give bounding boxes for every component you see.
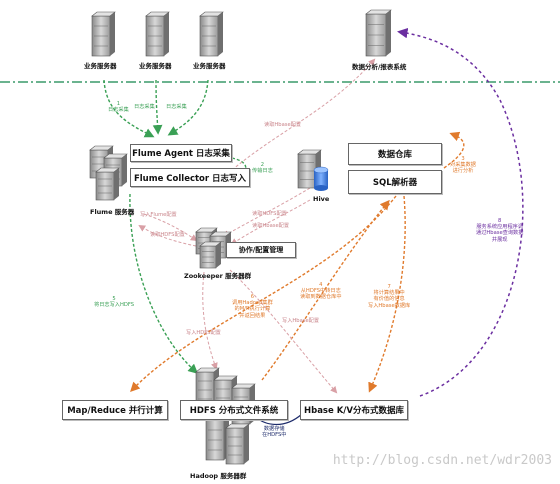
coordination-box: 协作/配置管理 xyxy=(226,242,296,258)
hadoop-server-icon-4 xyxy=(205,415,230,461)
collect-arrow-1 xyxy=(103,79,155,138)
write-flume-config-label: 写入Flume配置 xyxy=(140,212,177,218)
write-hdfs-config-label: 写入HDFS配置 xyxy=(186,330,221,336)
storage-annotation: 数据存储在HDFS中 xyxy=(262,426,287,439)
hadoop-cluster-label: Hadoop 服务器群 xyxy=(190,472,247,480)
zookeeper-label: Zookeeper 服务器群 xyxy=(184,272,252,280)
hdfs-box: HDFS 分布式文件系统 xyxy=(180,400,288,420)
cfg-arrow-read-hdfs-1 xyxy=(138,224,197,247)
mapreduce-box: Map/Reduce 并行计算 xyxy=(62,400,168,420)
cfg-arrow-write-flume xyxy=(143,213,198,242)
watermark-text: http://blog.csdn.net/wdr2003 xyxy=(332,453,552,468)
query-hbase-arrow xyxy=(397,27,524,397)
cfg-arrow-write-hdfs xyxy=(202,271,218,370)
collect-label-2: 日志采集 xyxy=(134,104,155,110)
hbase-box: Hbase K/V分布式数据库 xyxy=(300,400,408,420)
flume-server-label: Flume 服务器 xyxy=(90,208,135,216)
analysis-system-label: 数据分析/报表系统 xyxy=(352,63,407,71)
flume-collector-box: Flume Collector 日志写入 xyxy=(130,168,250,187)
business-server-1-label: 业务服务器 xyxy=(84,62,117,70)
sql-parser-box: SQL解析器 xyxy=(348,170,442,194)
collect-arrow-3 xyxy=(167,79,209,136)
collect-arrow-2 xyxy=(152,79,163,135)
flume-agent-box: Flume Agent 日志采集 xyxy=(130,144,232,162)
business-server-3-label: 业务服务器 xyxy=(193,62,226,70)
cfg-arrow-read-hbase xyxy=(230,199,311,246)
data-warehouse-box: 数据仓库 xyxy=(348,143,442,165)
collect-label-3: 日志采集 xyxy=(166,104,187,110)
write-hbase-config-label: 写入Hbase配置 xyxy=(282,318,320,324)
business-server-3-icon xyxy=(199,11,224,57)
business-server-1-icon xyxy=(91,11,116,57)
read-hdfs-config-label-1: 读取HDFS配置 xyxy=(150,232,185,238)
read-hbase-config-label: 读取Hbase配置 xyxy=(252,223,290,229)
read-hdfs-config-label-2: 读取HDFS配置 xyxy=(252,211,287,217)
hive-label: Hive xyxy=(313,195,330,203)
hive-hbase-config-label: 读取Hbase配置 xyxy=(264,122,302,128)
hive-database-icon xyxy=(313,166,329,191)
write-hdfs-arrow xyxy=(129,193,199,374)
zookeeper-server-icon-3 xyxy=(199,241,222,269)
hadoop-server-icon-5 xyxy=(225,423,250,465)
flume-server-icon-3 xyxy=(95,167,120,201)
business-server-2-icon xyxy=(145,11,170,57)
write-hbase-arrow xyxy=(368,195,406,393)
analyze-arrow xyxy=(443,131,465,169)
cfg-arrow-hbase-report xyxy=(231,58,376,171)
analysis-server-icon xyxy=(365,9,392,57)
cfg-arrow-read-hdfs-2 xyxy=(222,187,311,238)
cfg-arrow-write-hbase xyxy=(229,269,338,394)
call-mapreduce-arrow xyxy=(130,195,397,393)
business-server-2-label: 业务服务器 xyxy=(139,62,172,70)
